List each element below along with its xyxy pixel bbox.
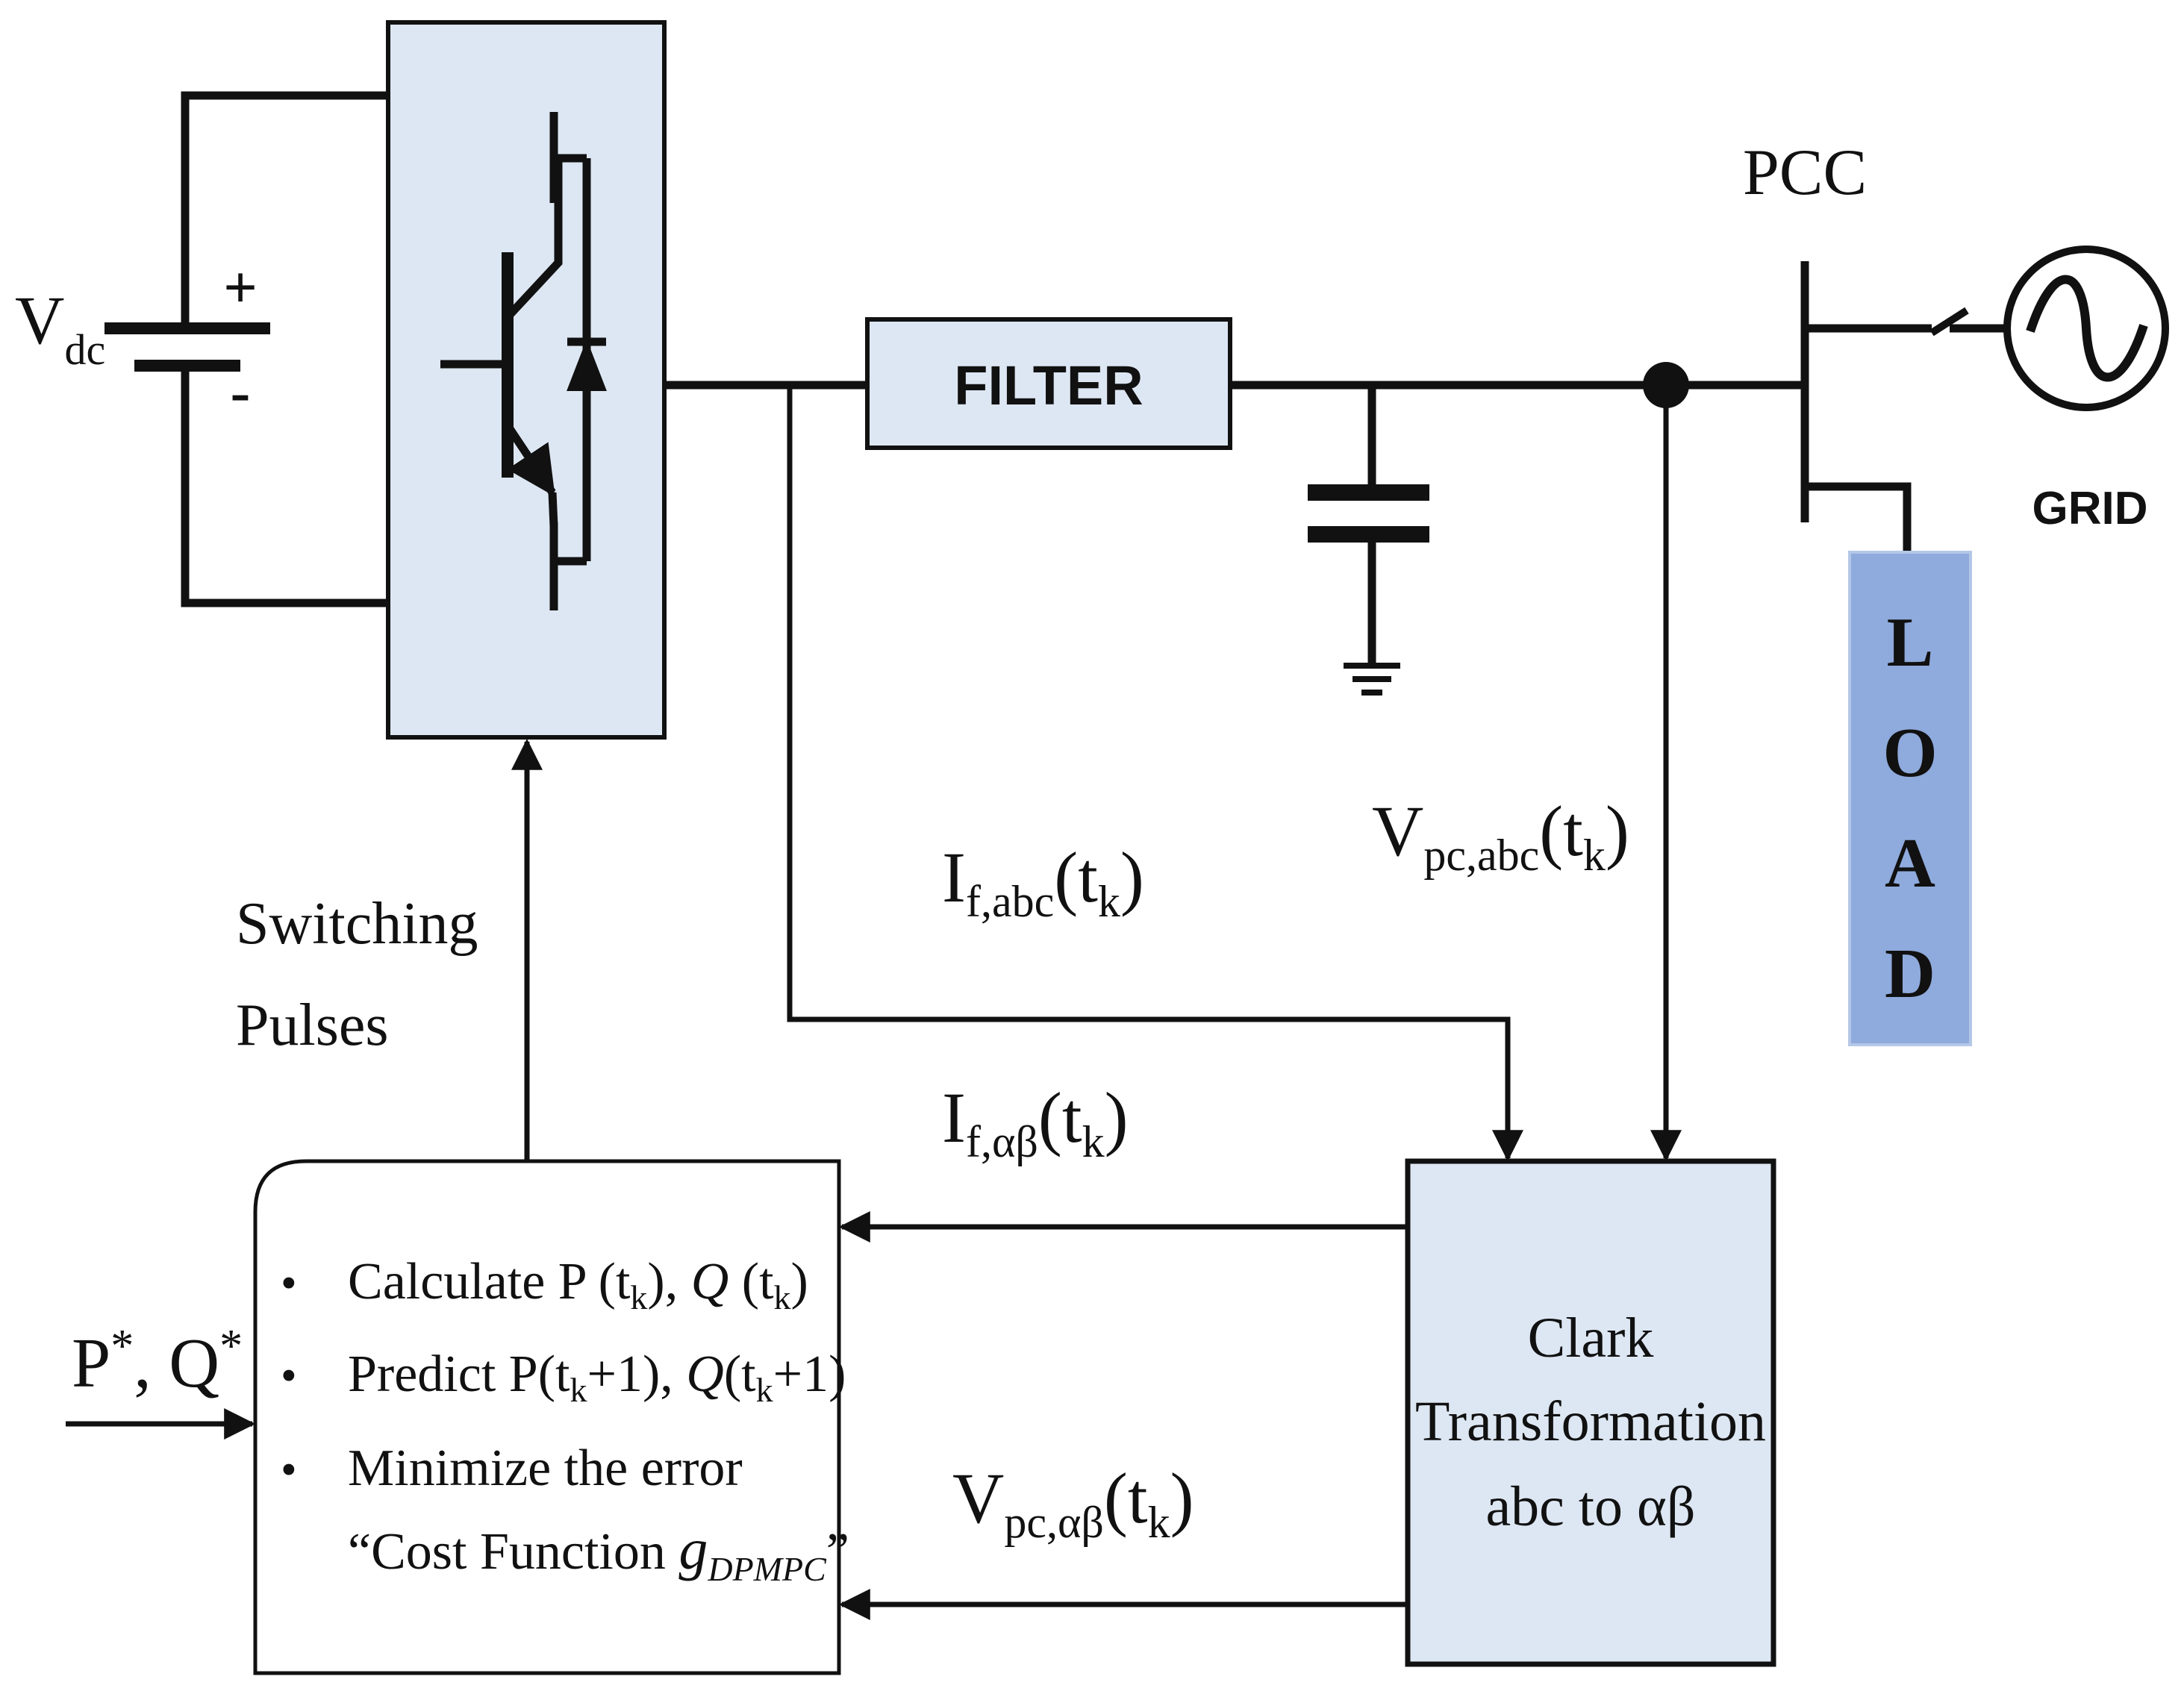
inverter-block xyxy=(386,20,667,740)
load-letter-l: L xyxy=(1887,604,1934,681)
filter-box xyxy=(865,317,1232,450)
controller-box xyxy=(253,1159,841,1675)
pcc-label: PCC xyxy=(1743,137,1867,209)
load-block: L O A D xyxy=(1848,551,1972,1046)
dc-minus-sign: - xyxy=(231,360,251,425)
dc-plus-sign: + xyxy=(223,255,258,321)
inverter-box xyxy=(386,20,667,740)
vpc-alphabeta-label: Vpc,αβ(tk) xyxy=(952,1458,1194,1547)
controller-item-minimize: Minimize the error xyxy=(348,1440,743,1497)
clark-line-2: Transformation xyxy=(1415,1390,1766,1453)
filter-label: FILTER xyxy=(954,354,1143,416)
controller-item-predict: Predict P(tk+1), Q(tk+1) xyxy=(348,1346,846,1409)
bullet-2: • xyxy=(281,1351,297,1401)
controller-item-calculate: Calculate P (tk), Q (tk) xyxy=(348,1253,808,1316)
voltage-sense-node xyxy=(1643,362,1689,408)
clark-line-3: abc to αβ xyxy=(1485,1475,1695,1538)
controller-item-cost-function: “Cost Function gDPMPC” xyxy=(348,1516,849,1588)
load-letter-d: D xyxy=(1885,935,1935,1013)
vpc-abc-label: Vpc,abc(tk) xyxy=(1372,791,1629,880)
switching-label-line-1: Switching xyxy=(236,891,478,957)
switching-label-line-2: Pulses xyxy=(236,993,389,1058)
load-letter-a: A xyxy=(1885,825,1935,902)
if-alphabeta-label: If,αβ(tk) xyxy=(942,1078,1129,1166)
clark-transformation-block: Clark Transformation abc to αβ xyxy=(1405,1158,1776,1667)
grid-breaker xyxy=(1929,307,1969,337)
current-sense-wire xyxy=(787,385,1523,1162)
dc-lower-wire xyxy=(181,366,388,607)
dc-source: + - Vdc xyxy=(15,91,388,607)
grid-source: GRID xyxy=(2003,246,2169,534)
dpmpc-controller-block: • • • Calculate P (tk), Q (tk) Predict P… xyxy=(253,1159,849,1675)
bullet-1: • xyxy=(281,1258,297,1309)
clark-line-1: Clark xyxy=(1528,1307,1654,1369)
bullet-3: • xyxy=(281,1445,297,1496)
grid-label: GRID xyxy=(2032,483,2148,534)
pcc-bus xyxy=(1800,261,2008,552)
filter-block: FILTER xyxy=(865,317,1232,450)
reference-pq-label: P*, Q* xyxy=(72,1321,243,1402)
filter-capacitor xyxy=(1308,385,1429,696)
dc-upper-wire xyxy=(181,91,388,328)
vdc-label: Vdc xyxy=(15,282,105,374)
clark-box xyxy=(1405,1158,1776,1667)
igbt-diode-icon xyxy=(440,112,607,610)
load-letter-o: O xyxy=(1882,714,1937,792)
load-box xyxy=(1848,551,1972,1046)
if-abc-label: If,abc(tk) xyxy=(942,837,1144,926)
